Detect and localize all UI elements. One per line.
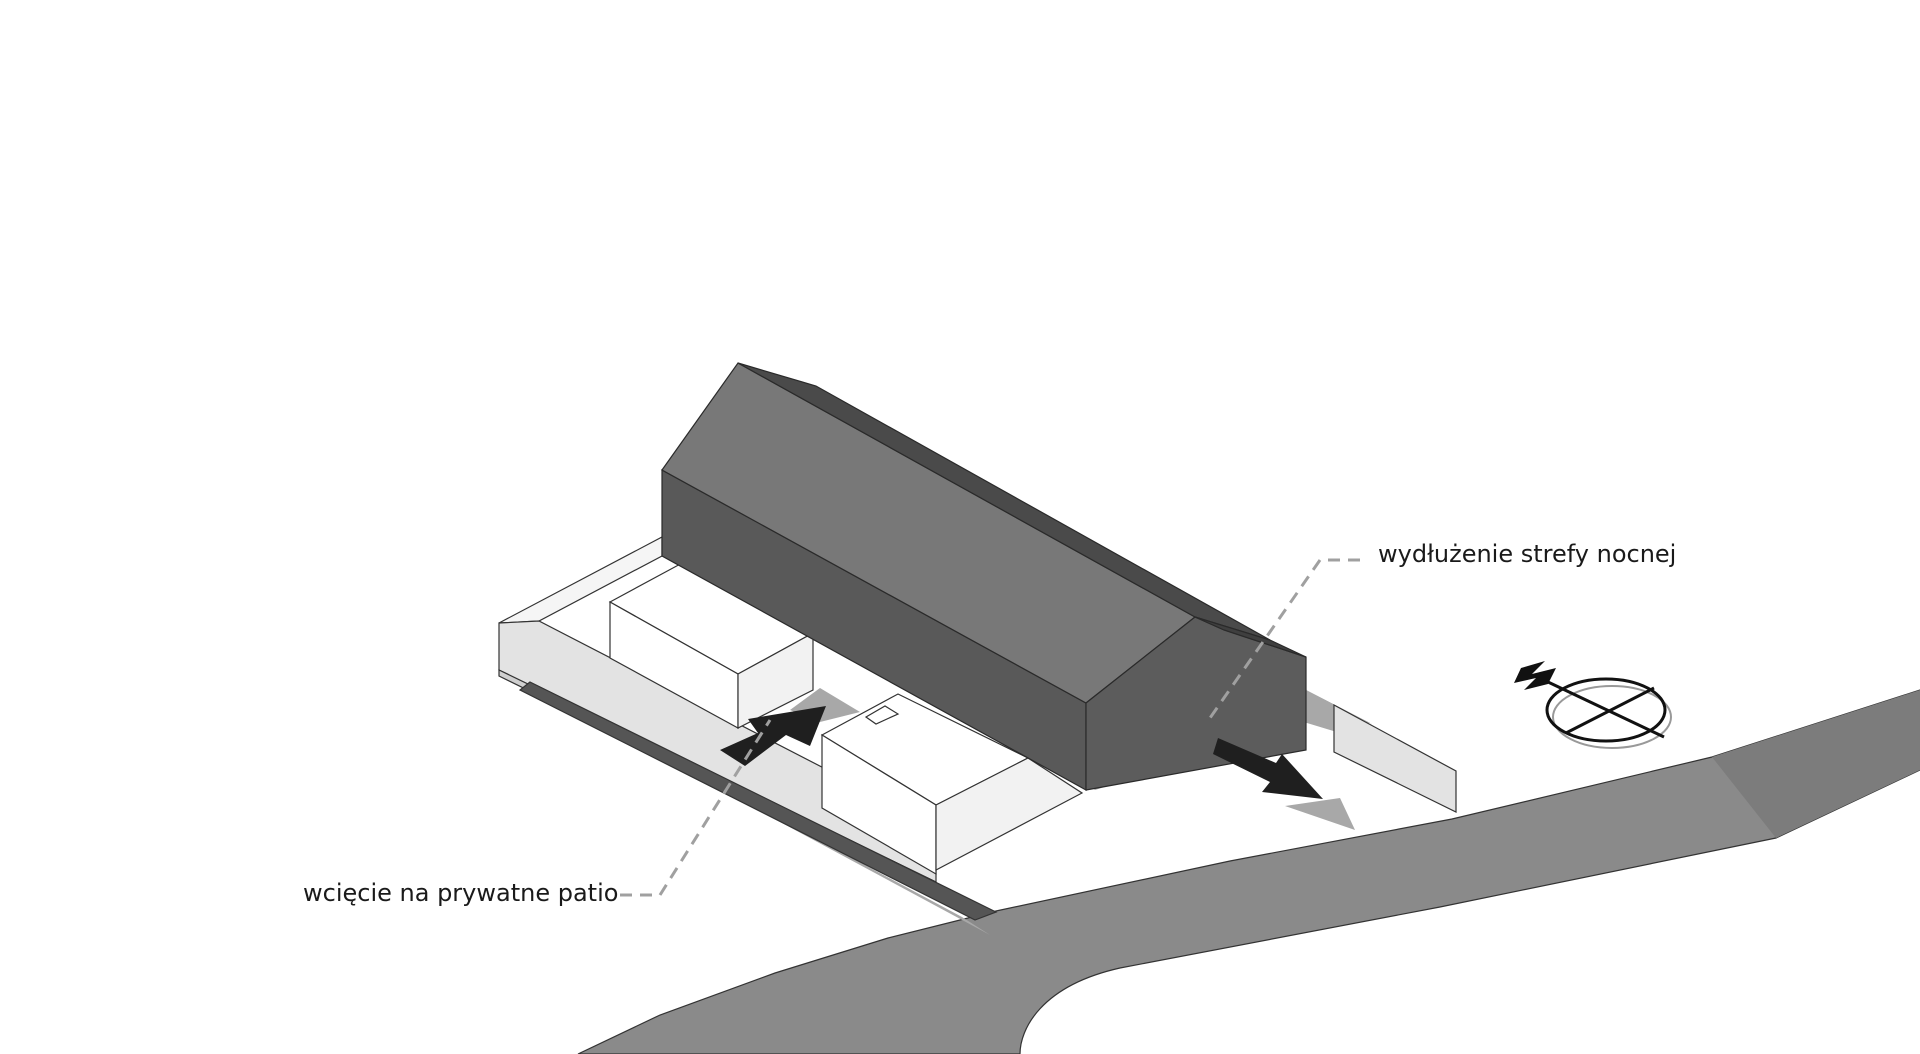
- road-band: [1712, 690, 1920, 838]
- patio-arrow-icon: [720, 706, 826, 766]
- night-zone-arrow-shadow: [1285, 798, 1355, 830]
- north-circle: [1545, 677, 1667, 743]
- right-fence-wall: [1333, 703, 1457, 813]
- patio-volumes: [608, 561, 1084, 876]
- north-circle-shadow: [1552, 685, 1672, 749]
- road: [577, 689, 1920, 1054]
- box-2-front: [821, 733, 937, 876]
- direction-arrows: [720, 706, 1355, 830]
- leader-patio: [620, 719, 772, 897]
- box-1-side: [737, 631, 814, 729]
- north-letter-icon: [1514, 661, 1556, 690]
- north-cross-b: [1565, 686, 1655, 735]
- box-2-side: [935, 757, 1084, 871]
- north-arrow-icon: [1514, 661, 1672, 749]
- north-cross-a: [1547, 680, 1665, 739]
- label-night-zone: wydłużenie strefy nocnej: [1378, 540, 1676, 568]
- box-2-step: [864, 705, 900, 725]
- leader-night-zone: [1208, 558, 1360, 719]
- road-surface: [577, 689, 1920, 1054]
- leader-lines: [620, 558, 1360, 897]
- house-gable-edge: [1194, 616, 1307, 658]
- dark-ground-edge: [518, 681, 998, 921]
- label-patio: wcięcie na prywatne patio: [303, 879, 618, 907]
- night-zone-arrow-icon: [1213, 738, 1323, 799]
- house: [661, 362, 1307, 792]
